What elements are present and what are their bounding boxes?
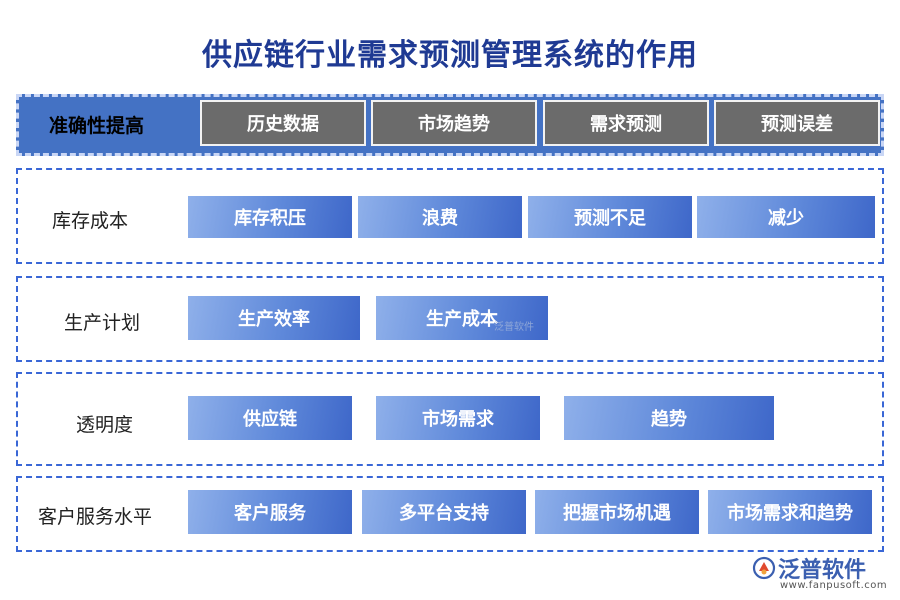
brand-url: www.fanpusoft.com — [780, 580, 888, 591]
row-label-inventory-cost: 库存成本 — [52, 210, 129, 232]
page-title: 供应链行业需求预测管理系统的作用 — [202, 38, 698, 73]
chip-forecast-shortfall: 预测不足 — [528, 196, 692, 238]
chip-market-demand-trend: 市场需求和趋势 — [708, 490, 872, 534]
row-label-production-plan: 生产计划 — [64, 312, 141, 334]
chip-forecast-error: 预测误差 — [714, 100, 880, 146]
chip-market-trend: 市场趋势 — [371, 100, 537, 146]
row-label-customer-service: 客户服务水平 — [38, 506, 153, 528]
row-production-plan: 生产计划 生产效率 生产成本 泛普软件 — [16, 276, 884, 362]
row-inventory-cost: 库存成本 库存积压 浪费 预测不足 减少 — [16, 168, 884, 264]
chip-customer-service: 客户服务 — [188, 490, 352, 534]
brand-logo: 泛普软件 www.fanpusoft.com — [750, 552, 890, 596]
chip-trend: 趋势 — [564, 396, 774, 440]
row-transparency: 透明度 供应链 市场需求 趋势 — [16, 372, 884, 466]
chip-production-efficiency: 生产效率 — [188, 296, 360, 340]
chip-market-opportunity: 把握市场机遇 — [535, 490, 699, 534]
chip-inventory-backlog: 库存积压 — [188, 196, 352, 238]
watermark: 泛普软件 — [494, 322, 534, 333]
brand-name: 泛普软件 — [778, 558, 867, 583]
chip-waste: 浪费 — [358, 196, 522, 238]
chip-market-demand: 市场需求 — [376, 396, 540, 440]
chip-production-cost: 生产成本 — [376, 296, 548, 340]
chip-multi-platform: 多平台支持 — [362, 490, 526, 534]
row-label-transparency: 透明度 — [76, 414, 134, 436]
row-accuracy: 准确性提高 历史数据 市场趋势 需求预测 预测误差 — [16, 94, 884, 156]
logo-icon — [752, 556, 776, 580]
row-customer-service: 客户服务水平 客户服务 多平台支持 把握市场机遇 市场需求和趋势 — [16, 476, 884, 552]
chip-history-data: 历史数据 — [200, 100, 366, 146]
chip-reduce: 减少 — [697, 196, 875, 238]
row-label-accuracy: 准确性提高 — [49, 115, 145, 137]
chip-supply-chain: 供应链 — [188, 396, 352, 440]
chip-demand-forecast: 需求预测 — [543, 100, 709, 146]
